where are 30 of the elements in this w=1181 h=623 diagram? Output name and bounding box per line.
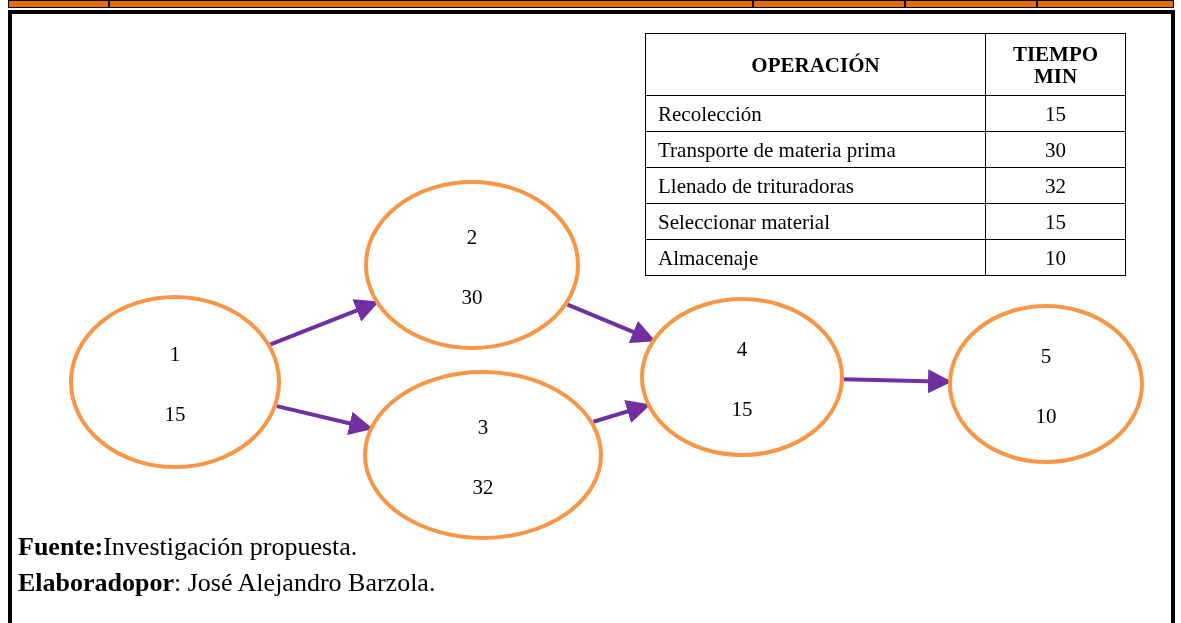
table-cell: 15	[986, 204, 1126, 240]
step-time: 32	[471, 475, 495, 499]
step-time: 30	[460, 285, 484, 309]
step-time: 15	[163, 402, 187, 426]
step-number: 2	[465, 225, 479, 249]
table-cell: 10	[986, 240, 1126, 276]
step-number: 5	[1039, 344, 1053, 368]
table-cell: 32	[986, 168, 1126, 204]
process-ellipse	[640, 297, 844, 457]
source-note: Fuente:Investigación propuesta.	[18, 532, 358, 562]
column-header: OPERACIÓN	[646, 34, 986, 96]
process-ellipse	[69, 295, 281, 469]
arrow	[566, 302, 656, 343]
step-number: 4	[735, 337, 749, 361]
step-time: 15	[730, 397, 754, 421]
process-ellipse	[363, 370, 603, 540]
table-cell: Recolección	[646, 96, 986, 132]
table-cell: Transporte de materia prima	[646, 132, 986, 168]
step-number: 3	[476, 415, 490, 439]
table-cell: Llenado de trituradoras	[646, 168, 986, 204]
process-ellipse	[948, 304, 1144, 464]
table-cell: 30	[986, 132, 1126, 168]
table-cell: Almacenaje	[646, 240, 986, 276]
source-note: Elaboradopor: José Alejandro Barzola.	[18, 568, 436, 598]
column-header: TIEMPO MIN	[986, 34, 1126, 96]
table-cell: Seleccionar material	[646, 204, 986, 240]
process-ellipse	[364, 180, 580, 350]
table-cell: 15	[986, 96, 1126, 132]
step-number: 1	[168, 342, 182, 366]
step-time: 10	[1034, 404, 1058, 428]
